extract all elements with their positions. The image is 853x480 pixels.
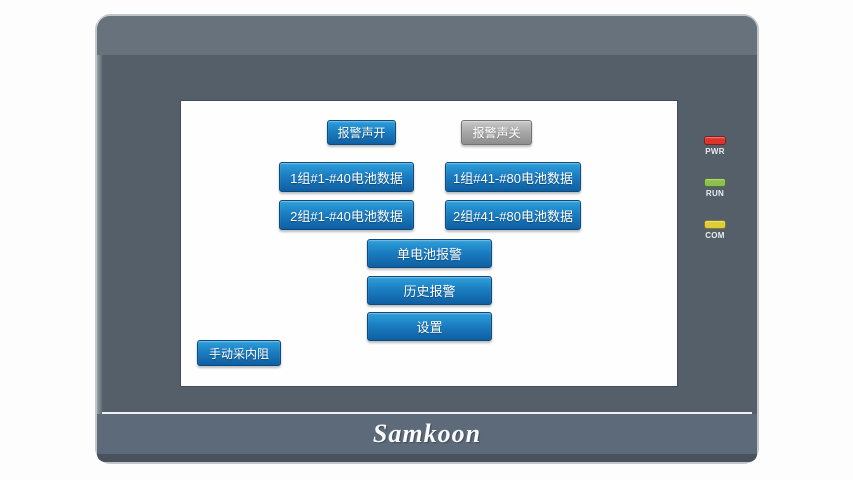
history-alarm-button[interactable]: 历史报警 (367, 276, 492, 305)
bezel-top-band (97, 16, 757, 55)
pwr-led-light (704, 136, 726, 145)
pwr-led-label: PWR (705, 147, 725, 156)
logo-band: Samkoon (97, 414, 757, 454)
device-bottom-edge (97, 454, 757, 462)
com-led-light (704, 220, 726, 229)
group1-battery-41-80-button[interactable]: 1组#41-#80电池数据 (445, 162, 581, 192)
hmi-device: 报警声开 报警声关 1组#1-#40电池数据 1组#41-#80电池数据 2组#… (95, 14, 759, 464)
alarm-sound-on-button[interactable]: 报警声开 (327, 120, 396, 145)
run-led: RUN (697, 178, 733, 198)
settings-button[interactable]: 设置 (367, 312, 492, 341)
manual-internal-resistance-button[interactable]: 手动采内阻 (197, 340, 281, 366)
bezel-divider-line (102, 412, 752, 414)
group2-battery-1-40-button[interactable]: 2组#1-#40电池数据 (279, 200, 414, 230)
run-led-label: RUN (705, 189, 725, 198)
hmi-screen: 报警声开 报警声关 1组#1-#40电池数据 1组#41-#80电池数据 2组#… (180, 100, 678, 387)
com-led-label: COM (705, 231, 725, 240)
alarm-sound-off-button[interactable]: 报警声关 (461, 120, 532, 145)
single-battery-alarm-button[interactable]: 单电池报警 (367, 239, 492, 268)
group1-battery-1-40-button[interactable]: 1组#1-#40电池数据 (279, 162, 414, 192)
group2-battery-41-80-button[interactable]: 2组#41-#80电池数据 (445, 200, 581, 230)
com-led: COM (697, 220, 733, 240)
run-led-light (704, 178, 726, 187)
pwr-led: PWR (697, 136, 733, 156)
samkoon-logo: Samkoon (372, 419, 482, 448)
